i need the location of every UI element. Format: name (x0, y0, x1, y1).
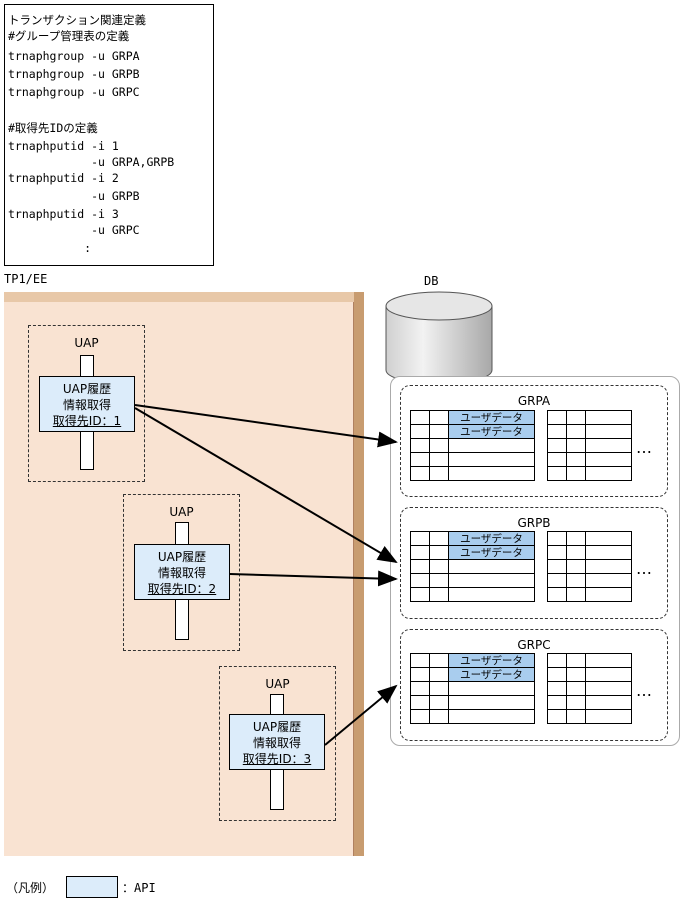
api-box-2: UAP履歴 情報取得 取得先ID：2 (134, 544, 230, 600)
api-line: 情報取得 (252, 736, 301, 750)
uap-box-3: UAP (219, 666, 336, 821)
db-label: DB (424, 274, 439, 288)
definition-line: : (8, 241, 92, 255)
definition-line: -u GRPB (8, 189, 140, 203)
group-title: GRPA (517, 394, 551, 408)
user-data-cell: ユーザデータ (448, 545, 535, 560)
group-table (547, 410, 632, 481)
uap-title: UAP (265, 677, 290, 691)
group-title: GRPB (517, 516, 551, 530)
legend-api-swatch (66, 876, 118, 898)
definition-line: trnaphgroup -u GRPA (8, 49, 140, 63)
arrow-uap1-grpb (134, 407, 398, 564)
api-line: UAP履歴 (157, 550, 207, 564)
user-data-cell: ユーザデータ (448, 424, 535, 439)
ellipsis: … (636, 559, 653, 578)
group-table: ユーザデータ ユーザデータ (410, 410, 535, 481)
api-line: UAP履歴 (62, 382, 112, 396)
definition-box: トランザクション関連定義 #グループ管理表の定義 trnaphgroup -u … (4, 4, 214, 266)
definition-line: -u GRPC (8, 223, 140, 237)
definition-line: trnaphputid -i 1 (8, 139, 119, 153)
api-line: 情報取得 (157, 566, 206, 580)
api-id-label: 取得先ID：3 (242, 752, 312, 766)
definition-line: trnaphputid -i 3 (8, 207, 119, 221)
group-title: GRPC (517, 638, 551, 652)
db-cylinder-icon (385, 291, 493, 385)
user-data-cell: ユーザデータ (448, 667, 535, 682)
uap-box-2: UAP (123, 494, 240, 651)
arrow-uap3-grpc (324, 684, 398, 746)
ellipsis: … (636, 681, 653, 700)
uap-box-1: UAP (28, 325, 145, 482)
user-data-cell: ユーザデータ (448, 531, 535, 546)
api-id-label: 取得先ID：2 (147, 582, 217, 596)
legend-label: （凡例） (6, 881, 55, 895)
definition-line: -u GRPA,GRPB (8, 155, 175, 169)
definition-line: trnaphputid -i 2 (8, 171, 119, 185)
uap-title: UAP (169, 505, 194, 519)
group-table (547, 653, 632, 724)
tp1ee-block-top (4, 292, 364, 302)
group-table (547, 531, 632, 602)
definition-line: トランザクション関連定義 (8, 13, 146, 27)
definition-line: trnaphgroup -u GRPC (8, 85, 140, 99)
definition-line: #取得先IDの定義 (8, 121, 98, 135)
group-table: ユーザデータ ユーザデータ (410, 653, 535, 724)
uap-title: UAP (74, 336, 99, 350)
definition-line: #グループ管理表の定義 (8, 29, 130, 43)
arrow-uap2-grpb (229, 570, 398, 587)
user-data-cell: ユーザデータ (448, 653, 535, 668)
definition-line: trnaphgroup -u GRPB (8, 67, 140, 81)
arrow-uap1-grpa (134, 404, 398, 448)
legend-api-text: ：API (122, 881, 156, 895)
api-line: UAP履歴 (252, 720, 302, 734)
api-box-1: UAP履歴 情報取得 取得先ID：1 (39, 376, 135, 432)
tp1ee-block-side (354, 292, 364, 856)
api-id-label: 取得先ID：1 (52, 414, 122, 428)
ellipsis: … (636, 438, 653, 457)
group-table: ユーザデータ ユーザデータ (410, 531, 535, 602)
tp1ee-label: TP1/EE (4, 272, 48, 286)
api-line: 情報取得 (62, 398, 111, 412)
api-box-3: UAP履歴 情報取得 取得先ID：3 (229, 714, 325, 770)
